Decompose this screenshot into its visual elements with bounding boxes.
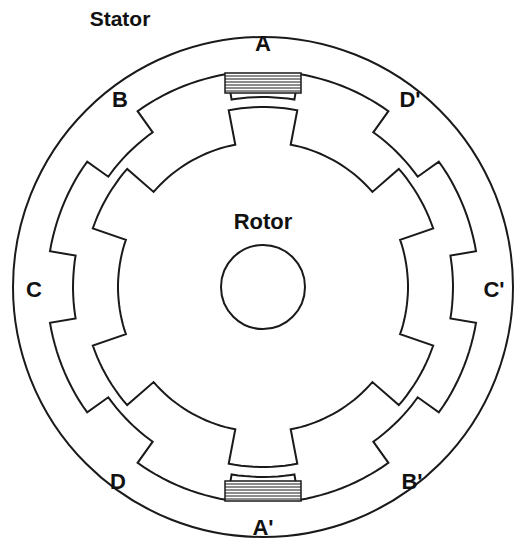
coil-winding — [225, 481, 301, 501]
pole-label: B' — [401, 471, 422, 493]
coil-turn — [225, 91, 301, 92]
coil-turn — [225, 496, 301, 497]
shaft-hole — [221, 245, 305, 329]
pole-label: D' — [399, 89, 420, 111]
coil-turn — [225, 85, 301, 86]
part-name: Rotor — [234, 211, 293, 233]
pole-label: A' — [252, 517, 273, 539]
pole-label: B — [112, 89, 128, 111]
coil-turn — [225, 499, 301, 500]
pole-label: C' — [483, 279, 504, 301]
coil-turn — [225, 484, 301, 485]
pole-windings — [225, 73, 301, 501]
coil-turn — [225, 82, 301, 83]
pole-label: D — [110, 471, 126, 493]
coil-turn — [225, 490, 301, 491]
coil-turn — [225, 487, 301, 488]
part-name: Stator — [90, 8, 151, 29]
coil-turn — [225, 493, 301, 494]
coil-turn — [225, 76, 301, 77]
pole-label: A — [255, 33, 271, 55]
stator-body — [13, 37, 513, 537]
coil-turn — [225, 88, 301, 89]
coil-winding — [225, 73, 301, 93]
rotor-body — [93, 107, 433, 467]
pole-label: C — [26, 279, 42, 301]
coil-turn — [225, 79, 301, 80]
